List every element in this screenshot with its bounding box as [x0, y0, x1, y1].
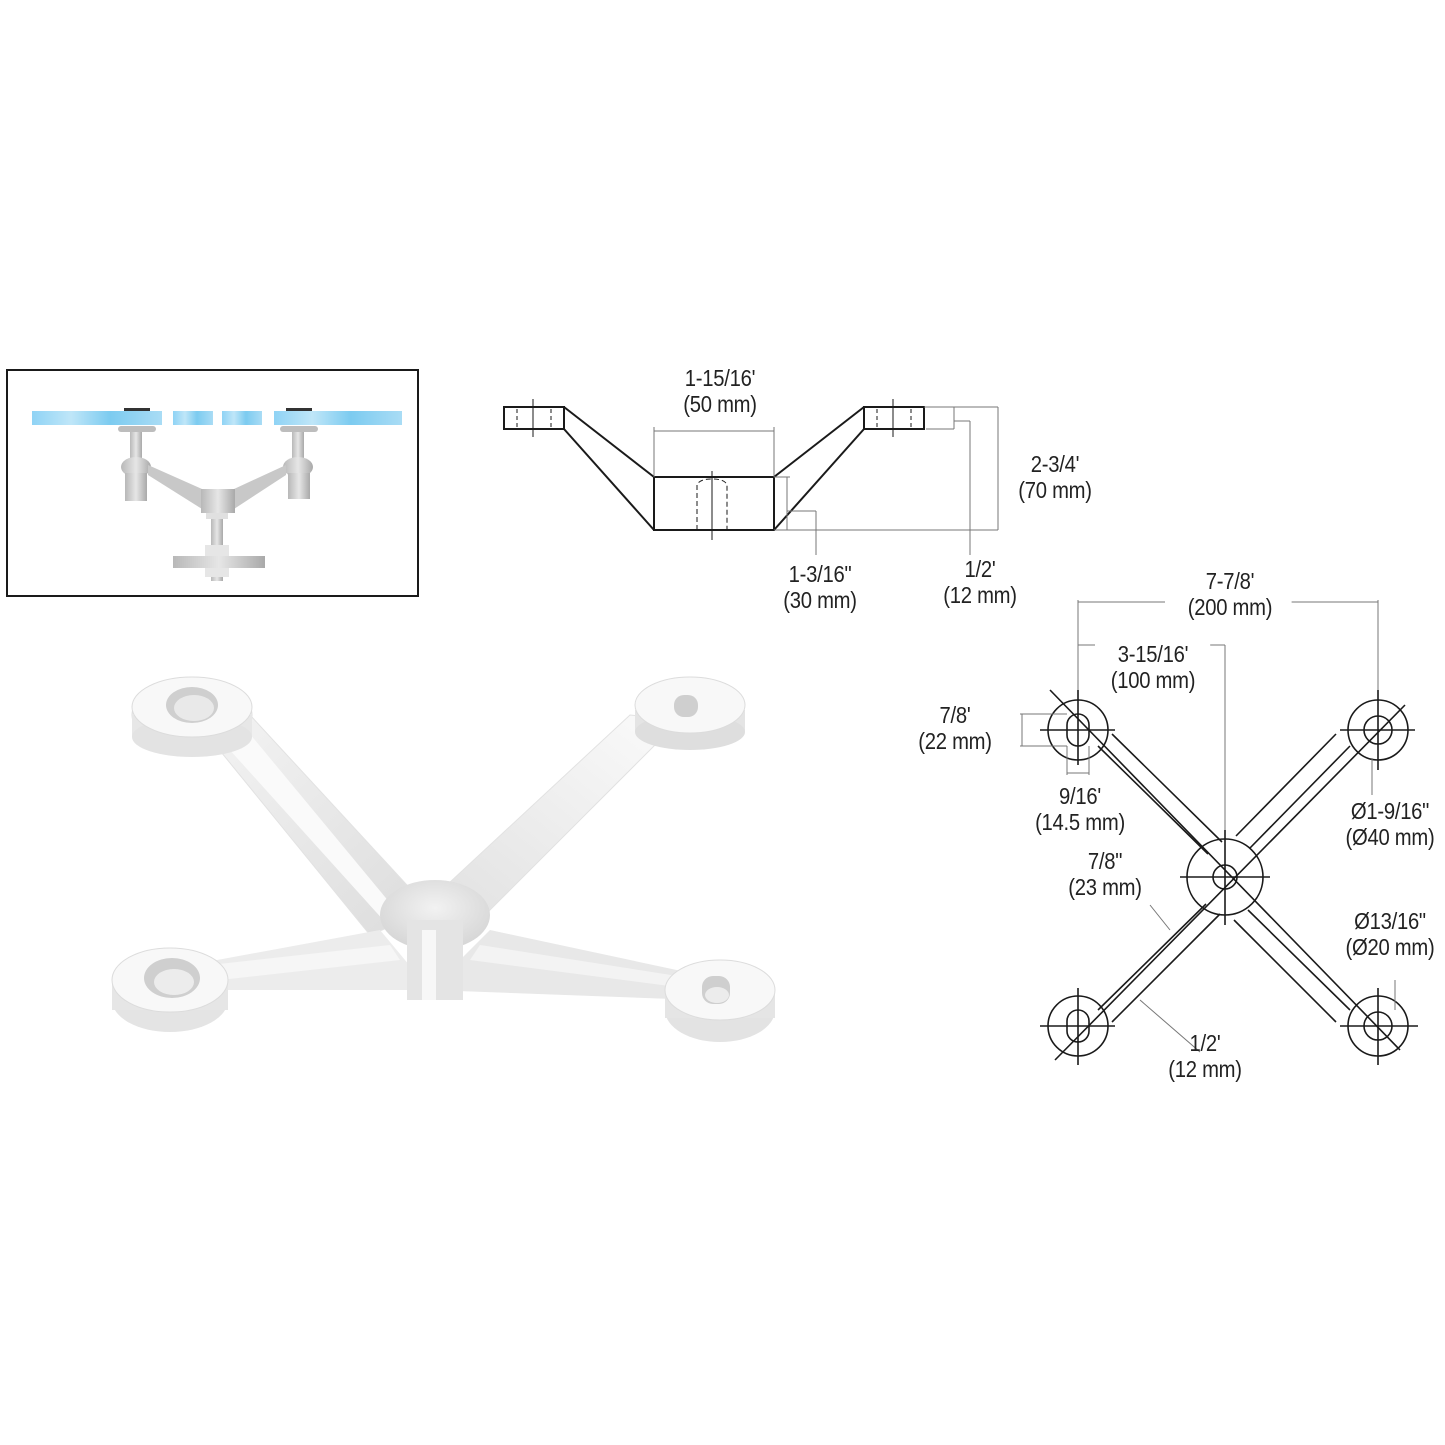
side-view-drawing [503, 399, 999, 555]
dim-metric: (Ø40 mm) [1345, 824, 1435, 850]
dim-hole-diameter: Ø13/16" (Ø20 mm) [1333, 908, 1445, 960]
dim-half-span: 3-15/16' (100 mm) [1095, 641, 1211, 693]
dim-metric: (22 mm) [918, 728, 992, 754]
dim-imperial: 7/8" [1087, 848, 1123, 874]
dim-hub-height: 1-3/16" (30 mm) [767, 561, 873, 613]
dim-metric: (50 mm) [683, 391, 757, 417]
dim-metric: (Ø20 mm) [1345, 934, 1435, 960]
installation-illustration [32, 408, 402, 581]
dim-metric: (200 mm) [1168, 594, 1292, 620]
dim-imperial: Ø1-9/16" [1350, 798, 1430, 824]
glass-panel-right [274, 411, 402, 425]
dim-slot-width: 9/16' (14.5 mm) [1018, 783, 1141, 835]
dim-hub-width: 1-15/16' (50 mm) [667, 365, 773, 417]
spider-fitting-photo [111, 676, 776, 1042]
dim-metric: (23 mm) [1068, 874, 1142, 900]
dim-metric: (12 mm) [943, 582, 1017, 608]
dim-imperial: 7/8' [939, 702, 971, 728]
dim-imperial: 7-7/8' [1205, 568, 1255, 594]
dim-overall-span: 7-7/8' (200 mm) [1168, 568, 1292, 620]
dim-imperial: 1-3/16" [788, 561, 852, 587]
dim-metric: (70 mm) [1018, 477, 1092, 503]
dim-pad-diameter: Ø1-9/16" (Ø40 mm) [1328, 798, 1445, 850]
dim-imperial: 2-3/4' [1030, 451, 1080, 477]
dim-arm-width: 7/8" (23 mm) [1052, 848, 1158, 900]
dim-arm-thickness-side: 1/2' (12 mm) [927, 556, 1033, 608]
dim-slot-length: 7/8' (22 mm) [902, 702, 1008, 754]
dim-metric: (12 mm) [1168, 1056, 1242, 1082]
dim-imperial: 1/2' [964, 556, 996, 582]
dim-metric: (14.5 mm) [1035, 809, 1125, 835]
dim-imperial: 3-15/16' [1117, 641, 1189, 667]
dim-metric: (30 mm) [783, 587, 857, 613]
dim-imperial: Ø13/16" [1354, 908, 1426, 934]
dim-overall-height: 2-3/4' (70 mm) [1002, 451, 1108, 503]
dim-imperial: 1/2' [1189, 1030, 1221, 1056]
dim-imperial: 1-15/16' [684, 365, 756, 391]
dim-imperial: 9/16' [1059, 783, 1101, 809]
installation-inset [6, 369, 419, 597]
top-view-drawing [1020, 600, 1418, 1065]
dim-arm-thickness-top: 1/2' (12 mm) [1152, 1030, 1258, 1082]
glass-panel-left [32, 411, 162, 425]
dim-metric: (100 mm) [1110, 667, 1196, 693]
